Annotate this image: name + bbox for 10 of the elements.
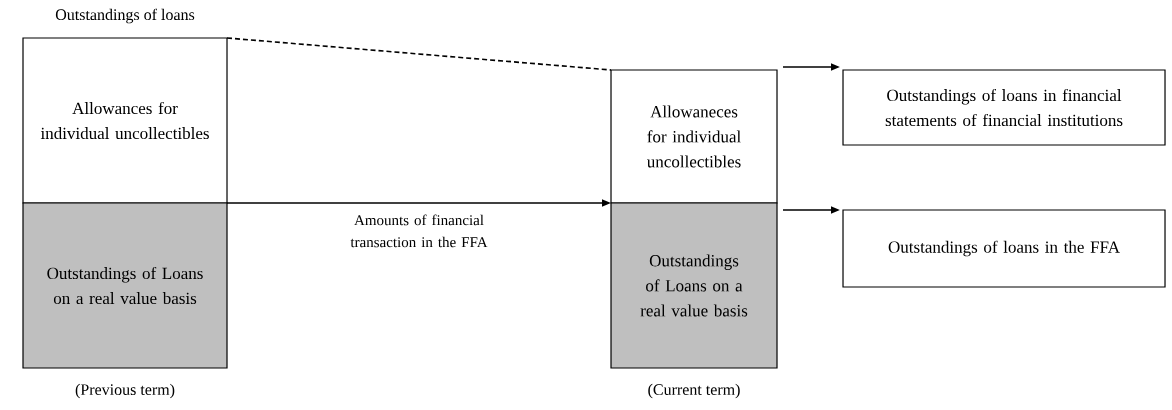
column-caption: (Previous term) — [75, 383, 175, 399]
ffa-box: Outstandings of loans in the FFA — [842, 209, 1166, 288]
dashed-line — [226, 37, 612, 71]
column-caption: (Current term) — [648, 383, 740, 399]
edge-label: Amounts of financial transaction in the FFA — [350, 214, 488, 248]
loans-box: Outstandings of Loans on a real value basis — [22, 202, 228, 369]
statement-box: Outstandings of loans in financial statements of financial institutions — [842, 69, 1166, 146]
allowance-box: Allowaneces for individual uncollectibles — [610, 69, 778, 204]
loans-box: Outstandings of Loans on a real value basis — [610, 202, 778, 369]
allowance-box: Allowances for individual uncollectibles — [22, 37, 228, 204]
